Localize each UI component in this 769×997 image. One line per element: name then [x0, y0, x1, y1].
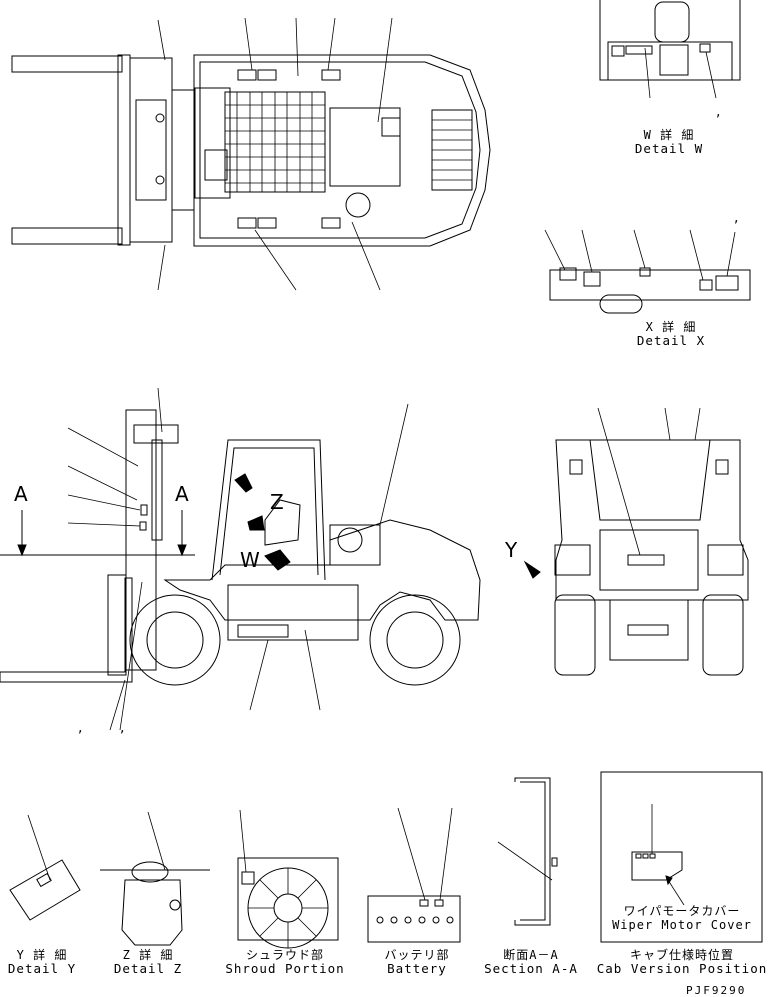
- detail-z-label: Z 詳 細 Detail Z: [106, 948, 190, 976]
- shroud-jp: シュラウド部: [245, 948, 324, 962]
- detail-y-jp: Y 詳 細: [16, 948, 68, 962]
- battery-label: バッテリ部 Battery: [372, 948, 462, 976]
- wiper-cover-label: ワイパモータカバー Wiper Motor Cover: [606, 904, 758, 932]
- detail-x-drawing: [544, 229, 751, 314]
- detail-z-en: Detail Z: [113, 961, 183, 976]
- detail-w-drawing: [599, 0, 741, 99]
- detail-w-jp: W 詳 細: [643, 128, 695, 142]
- marker-a-right: A: [175, 482, 189, 506]
- marker-a-left: A: [14, 482, 28, 506]
- detail-y-drawing: [9, 814, 81, 921]
- section-aa-label: 断面A－A Section A-A: [476, 948, 586, 976]
- comma-mark-1: ,: [716, 104, 721, 120]
- cab-version-jp: キャブ仕様時位置: [629, 948, 734, 962]
- comma-mark-4: ,: [120, 720, 125, 736]
- drawing-code: PJF9290: [686, 984, 747, 997]
- side-view: [0, 387, 481, 731]
- wiper-cover-en: Wiper Motor Cover: [612, 918, 752, 932]
- detail-x-label: X 詳 細 Detail X: [626, 320, 716, 348]
- battery-jp: バッテリ部: [384, 948, 450, 962]
- marker-y: Y: [505, 538, 518, 562]
- comma-mark-3: ,: [78, 720, 83, 736]
- wiper-cover-jp: ワイパモータカバー: [623, 904, 741, 918]
- detail-x-jp: X 詳 細: [645, 320, 697, 334]
- shroud-label: シュラウド部 Shroud Portion: [218, 948, 352, 976]
- detail-z-jp: Z 詳 細: [122, 948, 174, 962]
- detail-z-drawing: [100, 811, 210, 946]
- detail-y-en: Detail Y: [7, 961, 77, 976]
- detail-w-label: W 詳 細 Detail W: [624, 128, 714, 156]
- marker-z: Z: [270, 490, 284, 514]
- shroud-en: Shroud Portion: [225, 961, 345, 976]
- comma-mark-2: ,: [734, 210, 739, 226]
- detail-w-en: Detail W: [634, 141, 704, 156]
- section-aa-en: Section A-A: [484, 961, 578, 976]
- rear-view: [523, 407, 749, 676]
- shroud-drawing: [237, 809, 339, 949]
- marker-w: W: [240, 548, 260, 572]
- cab-version-drawing: [600, 771, 763, 943]
- section-aa-jp: 断面A－A: [503, 948, 559, 962]
- detail-y-label: Y 詳 細 Detail Y: [0, 948, 84, 976]
- cab-version-en: Cab Version Position: [596, 961, 768, 976]
- battery-drawing: [367, 807, 461, 943]
- section-aa-drawing: [497, 777, 558, 926]
- top-view: [11, 17, 491, 291]
- cab-version-label: キャブ仕様時位置 Cab Version Position: [596, 948, 768, 976]
- detail-x-en: Detail X: [636, 333, 706, 348]
- battery-en: Battery: [387, 961, 447, 976]
